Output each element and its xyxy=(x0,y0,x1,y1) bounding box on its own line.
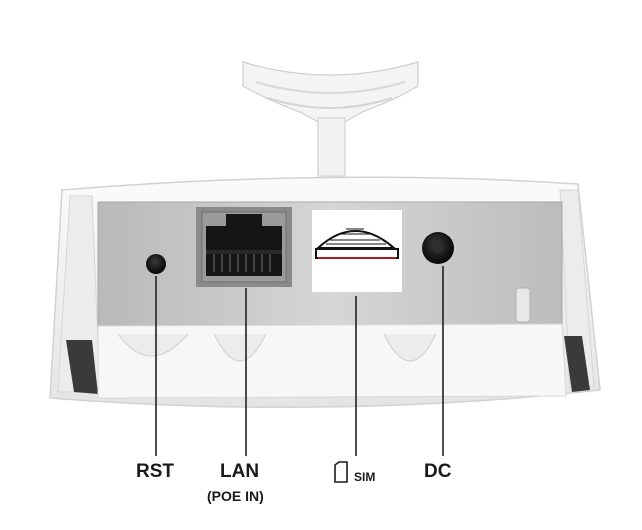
mounting-bracket xyxy=(242,61,419,177)
lan-label: LAN xyxy=(220,461,260,482)
lan-port[interactable] xyxy=(196,207,292,287)
reset-button[interactable] xyxy=(146,254,166,274)
sim-card-icon xyxy=(334,461,348,483)
rst-label: RST xyxy=(136,461,174,482)
lan-poe-sublabel: (POE IN) xyxy=(207,488,264,504)
sim-label: SIM xyxy=(354,470,376,484)
dc-jack[interactable] xyxy=(422,232,454,264)
dc-label: DC xyxy=(424,461,452,482)
sim-slot[interactable] xyxy=(312,210,402,292)
